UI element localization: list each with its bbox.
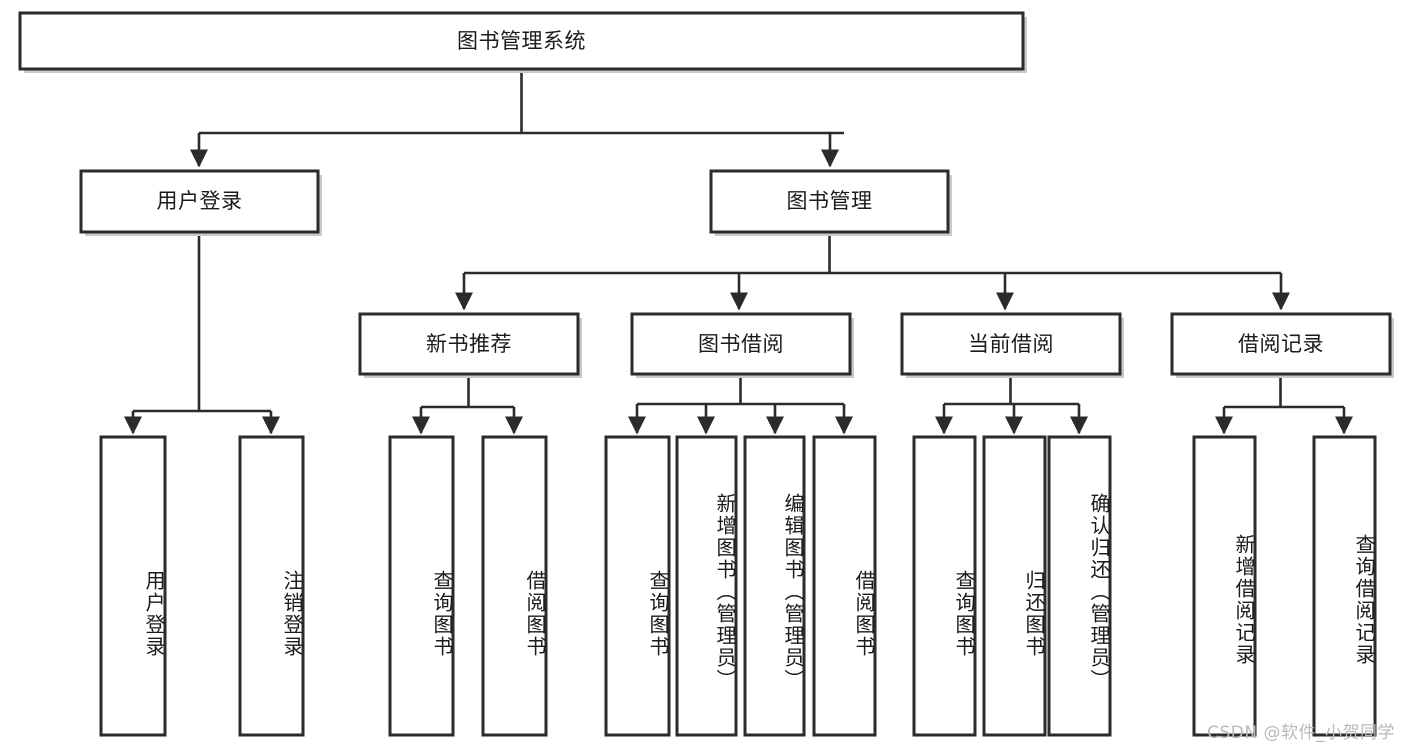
node-box-leaf-query-book-2[interactable]	[604, 435, 671, 737]
edges-root-to-level2	[189, 69, 844, 168]
node-box-leaf-return-book[interactable]	[982, 435, 1047, 737]
node-box-user-login[interactable]	[79, 169, 320, 234]
edges-currentborrow-to-leaves	[934, 374, 1089, 435]
node-box-new-book-recommend[interactable]	[358, 312, 580, 376]
node-box-leaf-add-borrow-record[interactable]	[1192, 435, 1257, 737]
edges-borrowrecord-to-leaves	[1214, 374, 1354, 435]
node-box-leaf-user-login[interactable]	[99, 435, 167, 737]
node-box-leaf-borrow-book-2[interactable]	[812, 435, 877, 737]
node-box-book-management[interactable]	[709, 169, 950, 234]
node-rectangles	[18, 11, 1394, 737]
node-box-borrow-record[interactable]	[1170, 312, 1392, 376]
edges-userlogin-to-leaves	[123, 232, 281, 435]
node-box-leaf-add-book[interactable]	[675, 435, 738, 737]
node-box-leaf-logout[interactable]	[238, 435, 305, 737]
node-box-root[interactable]	[18, 11, 1025, 71]
node-box-leaf-query-borrow-record[interactable]	[1312, 435, 1377, 737]
node-box-leaf-query-book-1[interactable]	[388, 435, 455, 737]
edges-bookmgmt-to-level3	[454, 232, 1291, 311]
node-box-leaf-edit-book[interactable]	[743, 435, 806, 737]
node-box-leaf-confirm-return[interactable]	[1047, 435, 1112, 737]
node-box-book-borrow[interactable]	[630, 312, 852, 376]
csdn-watermark: CSDN @软件_小贺同学	[1207, 723, 1395, 743]
edges-newbook-to-leaves	[411, 374, 524, 435]
node-box-leaf-borrow-book-1[interactable]	[481, 435, 548, 737]
node-box-current-borrow[interactable]	[900, 312, 1122, 376]
edges-bookborrow-to-leaves	[627, 374, 854, 435]
node-box-leaf-query-book-3[interactable]	[912, 435, 977, 737]
